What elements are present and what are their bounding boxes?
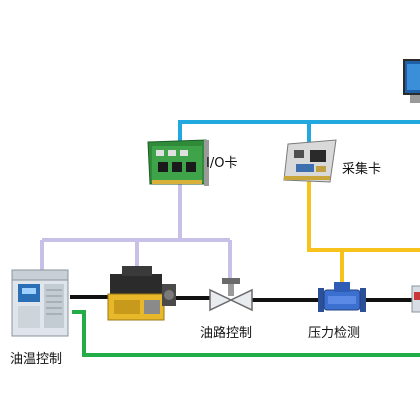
oil-temp-label: 油温控制 [10,352,63,367]
return-pipe-line [72,310,420,357]
control-bus-lines [40,182,232,292]
edge-device-icon [411,285,420,313]
oil-pipe-line [70,295,412,302]
signal-lines [307,180,420,285]
computer-monitor-icon [403,59,420,103]
network-lines [178,120,420,145]
acq-card-label: 采集卡 [342,162,382,177]
pressure-sensor-icon [318,282,366,312]
io-card-label: I/O卡 [206,156,238,171]
acquisition-card-pcb-icon [283,139,337,183]
io-card-pcb-icon [147,139,209,186]
pressure-label: 压力检测 [308,326,361,341]
oil-path-label: 油路控制 [200,326,253,341]
pump-motor-icon [107,266,176,321]
oil-temperature-unit-icon [11,269,69,337]
control-valve-icon [209,278,253,312]
